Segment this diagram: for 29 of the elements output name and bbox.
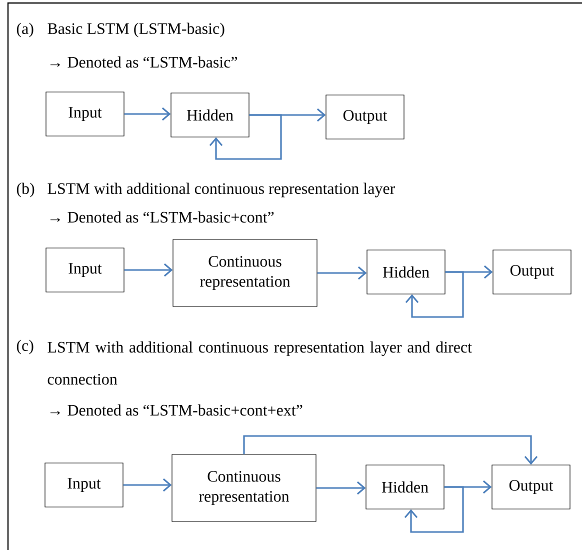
- process-box: Output: [326, 94, 404, 140]
- arrow: [316, 481, 366, 495]
- arrow: [405, 271, 464, 318]
- panel-letter: (a): [16, 22, 34, 38]
- panel-letter: (c): [16, 340, 34, 354]
- arrow: [317, 266, 367, 280]
- arrow: [404, 486, 464, 533]
- panel-heading: LSTM with additional continuous representation layer: [48, 182, 396, 198]
- process-box: Input: [46, 92, 124, 136]
- process-box: Input: [46, 248, 124, 292]
- arrow: [124, 107, 171, 121]
- arrow: [209, 114, 282, 160]
- panel-heading: → Denoted as “LSTM-basic+cont”: [50, 211, 274, 223]
- arrow: [123, 478, 172, 492]
- process-box: Hidden: [366, 464, 444, 510]
- panel-heading: → Denoted as “LSTM-basic”: [50, 56, 238, 68]
- panel-letter: (b): [16, 182, 34, 198]
- panel-heading: LSTM with additional continuous representation layer and direct connection: [48, 341, 472, 385]
- process-box: Continuous representation: [172, 239, 318, 307]
- arrow: [243, 435, 538, 465]
- process-box: Hidden: [170, 92, 250, 138]
- process-box: Hidden: [366, 250, 446, 294]
- process-box: Output: [492, 250, 572, 294]
- process-box: Continuous representation: [172, 454, 316, 522]
- process-box: Input: [44, 462, 124, 508]
- panel-heading: → Denoted as “LSTM-basic+cont+ext”: [50, 404, 302, 416]
- panel-heading: Basic LSTM (LSTM-basic): [48, 22, 224, 38]
- arrow: [124, 263, 173, 277]
- process-box: Output: [492, 464, 570, 510]
